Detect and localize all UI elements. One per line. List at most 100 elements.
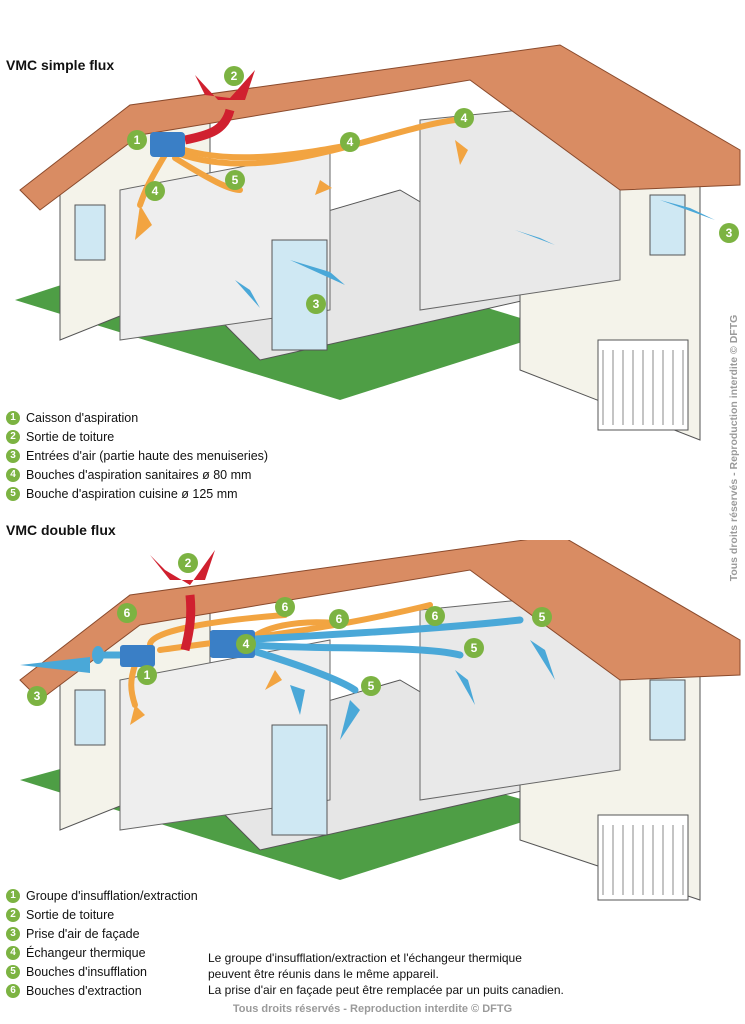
svg-text:4: 4	[243, 637, 250, 651]
badge-4a: 4	[145, 181, 165, 201]
diffuser-1	[290, 685, 305, 715]
legend-text: Caisson d'aspiration	[26, 410, 139, 425]
diffuser-2	[455, 670, 475, 705]
window-left	[74, 204, 106, 261]
legend-number: 3	[6, 926, 20, 941]
legend-number: 2	[6, 907, 20, 922]
badge-3: 3	[27, 686, 47, 706]
legend-item: 3 Prise d'air de façade	[6, 924, 198, 943]
legend-item: 2 Sortie de toiture	[6, 427, 268, 446]
insufflation-extraction-unit	[120, 645, 155, 667]
svg-text:5: 5	[539, 610, 546, 624]
note-line: Le groupe d'insufflation/extraction et l…	[208, 951, 522, 965]
legend-item: 5 Bouche d'aspiration cuisine ø 125 mm	[6, 484, 268, 503]
double-flux-legend: 1 Groupe d'insufflation/extraction 2 Sorti…	[6, 886, 198, 1000]
legend-text: Sortie de toiture	[26, 907, 115, 922]
legend-item: 1 Caisson d'aspiration	[6, 408, 268, 427]
window-left	[74, 689, 106, 746]
simple-flux-title: VMC simple flux	[6, 57, 115, 73]
svg-text:6: 6	[432, 609, 439, 623]
legend-number: 2	[6, 429, 20, 444]
legend-text: Bouches d'aspiration sanitaires ø 80 mm	[26, 467, 252, 482]
window-right	[649, 679, 686, 741]
legend-number: 3	[6, 448, 20, 463]
double-flux-title: VMC double flux	[6, 522, 116, 538]
badge-3b: 3	[719, 223, 739, 243]
legend-text: Bouche d'aspiration cuisine ø 125 mm	[26, 486, 238, 501]
legend-number: 4	[6, 467, 20, 482]
window-right	[649, 194, 686, 256]
simple-flux-legend: 1 Caisson d'aspiration 2 Sortie de toiture…	[6, 408, 268, 503]
badge-1: 1	[137, 665, 157, 685]
legend-number: 4	[6, 945, 20, 960]
svg-text:3: 3	[34, 689, 41, 703]
svg-text:6: 6	[124, 606, 131, 620]
legend-text: Bouches d'insufflation	[26, 964, 147, 979]
extract-arrow-1	[135, 205, 152, 240]
roof-outlet-arrows	[150, 550, 215, 585]
svg-text:4: 4	[152, 184, 159, 198]
legend-text: Sortie de toiture	[26, 429, 115, 444]
facade-intake	[92, 646, 104, 664]
badge-4b: 4	[340, 132, 360, 152]
legend-number: 1	[6, 888, 20, 903]
svg-text:2: 2	[185, 556, 192, 570]
svg-text:1: 1	[134, 133, 141, 147]
legend-text: Prise d'air de façade	[26, 926, 140, 941]
badge-2: 2	[224, 66, 244, 86]
badge-5c: 5	[361, 676, 381, 696]
extract-arrow-2	[315, 180, 332, 195]
note-line: La prise d'air en façade peut être rempl…	[208, 983, 564, 997]
legend-text: Bouches d'extraction	[26, 983, 142, 998]
svg-text:5: 5	[471, 641, 478, 655]
air-inlet-1	[290, 260, 345, 285]
legend-text: Groupe d'insufflation/extraction	[26, 888, 198, 903]
badge-2: 2	[178, 553, 198, 573]
roof-outlet-duct	[184, 108, 235, 145]
svg-text:4: 4	[461, 111, 468, 125]
facade-intake-arrow	[20, 657, 90, 673]
legend-number: 5	[6, 486, 20, 501]
badge-5: 5	[225, 170, 245, 190]
svg-text:6: 6	[282, 600, 289, 614]
badge-5b: 5	[464, 638, 484, 658]
double-badges: 1 2 3 4 5 5 5 6 6 6 6	[27, 553, 552, 706]
svg-text:3: 3	[726, 226, 733, 240]
svg-text:5: 5	[232, 173, 239, 187]
insufflation-ducts	[96, 616, 524, 694]
air-inlet-4	[235, 280, 260, 308]
suction-box	[150, 132, 185, 157]
roof-outlet-duct	[180, 594, 196, 652]
badge-1: 1	[127, 130, 147, 150]
svg-text:6: 6	[336, 612, 343, 626]
side-credit: Tous droits réservés - Reproduction inte…	[728, 313, 740, 583]
svg-text:2: 2	[231, 69, 238, 83]
badge-4: 4	[236, 634, 256, 654]
badge-3a: 3	[306, 294, 326, 314]
legend-item: 6 Bouches d'extraction	[6, 981, 198, 1000]
svg-text:1: 1	[144, 668, 151, 682]
badge-6d: 6	[425, 606, 445, 626]
explanatory-note: Le groupe d'insufflation/extraction et l…	[208, 950, 564, 998]
simple-flux-illustration: 1 2 3 4 5 4 4 3	[15, 44, 741, 441]
legend-item: 2 Sortie de toiture	[6, 905, 198, 924]
side-credit-text: Tous droits réservés - Reproduction inte…	[728, 314, 740, 582]
legend-number: 1	[6, 410, 20, 425]
svg-text:4: 4	[347, 135, 354, 149]
note-line: peuvent être réunis dans le même apparei…	[208, 967, 439, 981]
diffuser-3	[530, 640, 555, 680]
patio-door	[271, 724, 328, 836]
legend-item: 1 Groupe d'insufflation/extraction	[6, 886, 198, 905]
double-flux-illustration: 1 2 3 4 5 5 5 6 6 6 6	[19, 540, 741, 901]
diffuser-4	[340, 700, 360, 740]
extract-arrow-2	[265, 670, 282, 690]
roof	[19, 44, 741, 211]
legend-number: 6	[6, 983, 20, 998]
footer-credit: Tous droits réservés - Reproduction inte…	[232, 1003, 513, 1015]
svg-text:5: 5	[368, 679, 375, 693]
roof-outlet-arrows	[195, 70, 255, 100]
badge-6c: 6	[329, 609, 349, 629]
